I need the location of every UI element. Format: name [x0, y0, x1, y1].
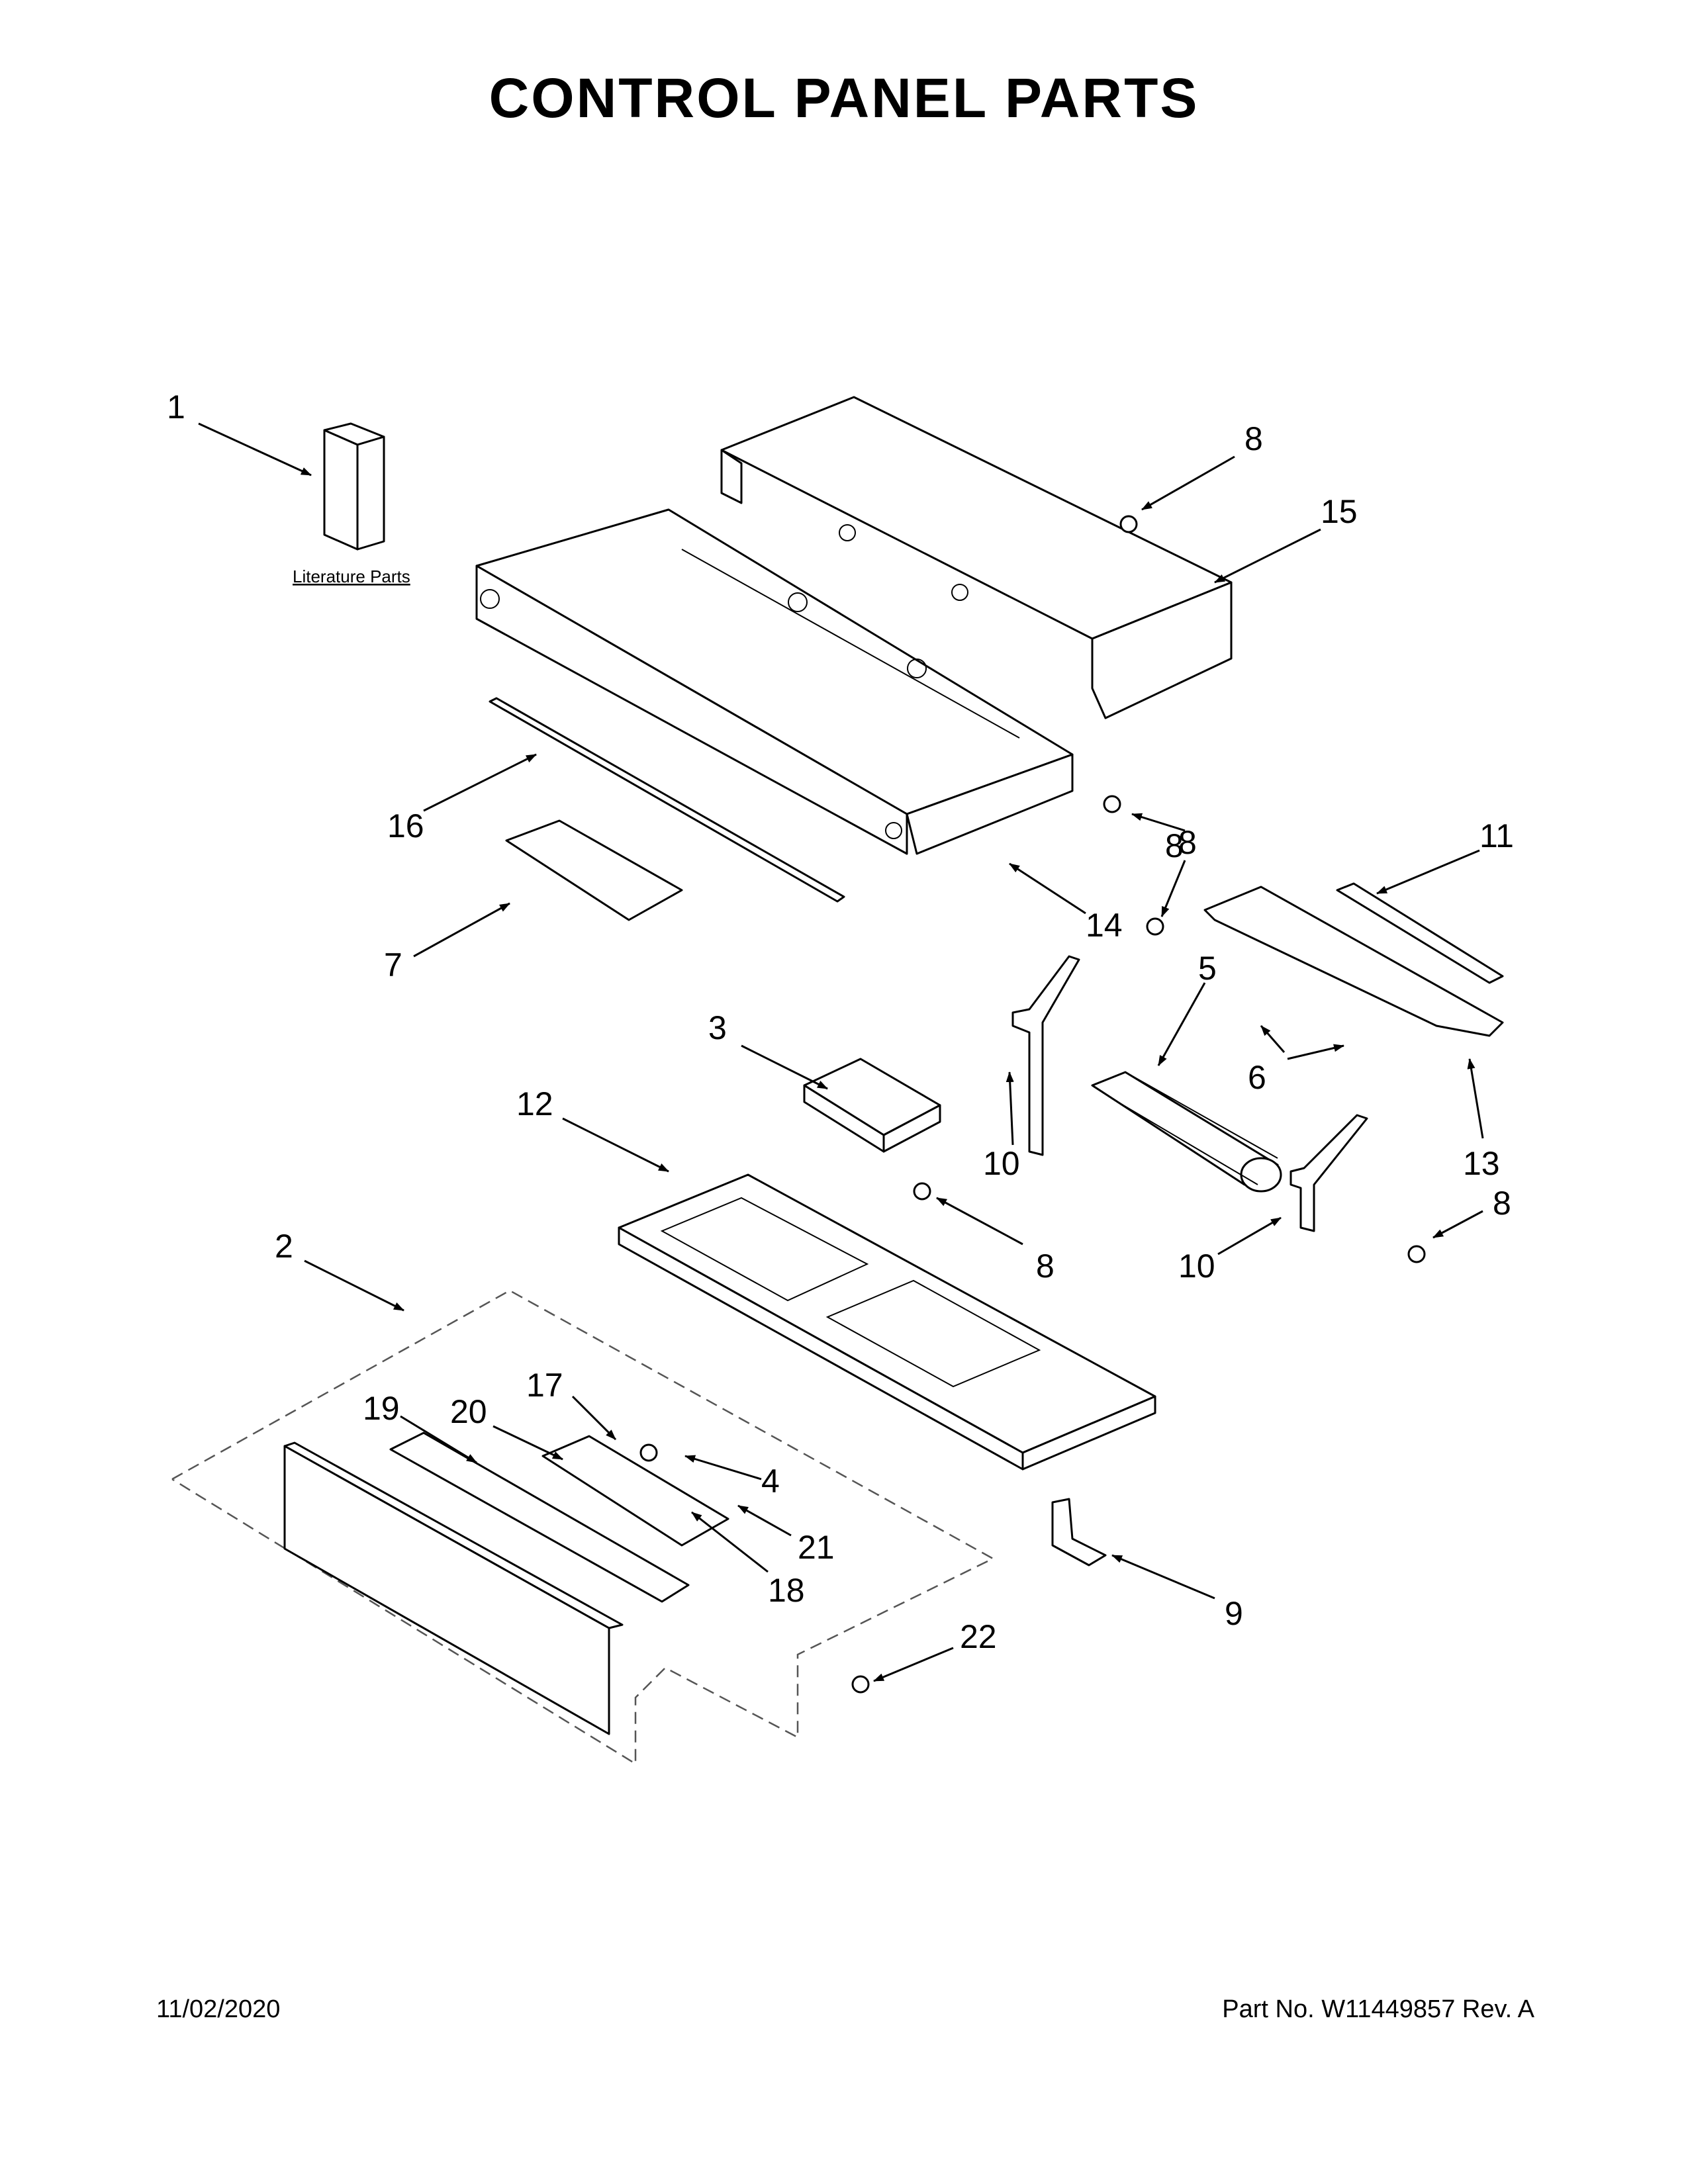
- callout-9: 9: [1225, 1595, 1243, 1632]
- callout-16: 16: [387, 807, 424, 844]
- leader-lines: [198, 422, 1484, 1682]
- callout-5: 5: [1198, 950, 1217, 987]
- plate-7: [505, 819, 683, 921]
- callout-1: 1: [167, 388, 185, 426]
- assembly-2-outline: [171, 1289, 995, 1766]
- callout-10: 10: [1178, 1248, 1215, 1285]
- footer-date: 11/02/2020: [156, 1995, 281, 2023]
- callout-18: 18: [768, 1572, 805, 1609]
- bracket-13: [1203, 886, 1504, 1037]
- callout-20: 20: [450, 1393, 487, 1430]
- callout-numbers: 1 8 15 16 8 11 7 14 8 5 3 6 12 10 13 8 2…: [167, 388, 1514, 1655]
- ui-board-20: [541, 1435, 729, 1547]
- ui-board-19: [389, 1432, 690, 1603]
- bracket-10-right: [1289, 1114, 1368, 1232]
- gasket-strip-16: [489, 697, 845, 903]
- callout-8: 8: [1165, 827, 1184, 864]
- literature-booklet: [323, 422, 385, 551]
- callout-14: 14: [1086, 907, 1123, 944]
- callout-7: 7: [384, 946, 402, 983]
- blower-5: [1091, 1071, 1282, 1193]
- callout-4: 4: [761, 1463, 780, 1500]
- control-board-3: [803, 1058, 941, 1153]
- callout-10: 10: [983, 1145, 1020, 1182]
- callout-8: 8: [1244, 420, 1263, 457]
- page-title: CONTROL PANEL PARTS: [489, 67, 1199, 129]
- panel-15: [720, 396, 1233, 719]
- callout-17: 17: [526, 1367, 563, 1404]
- strip-11: [1336, 882, 1504, 984]
- callout-8: 8: [1493, 1185, 1511, 1222]
- callout-19: 19: [363, 1390, 400, 1427]
- callout-13: 13: [1463, 1145, 1500, 1182]
- callout-3: 3: [708, 1009, 727, 1046]
- callout-2: 2: [275, 1228, 293, 1265]
- callout-6: 6: [1248, 1059, 1266, 1096]
- callout-8: 8: [1036, 1248, 1055, 1285]
- callout-21: 21: [798, 1529, 835, 1566]
- bracket-9: [1051, 1498, 1107, 1567]
- screws: [639, 515, 1426, 1694]
- bracket-10-left: [1011, 955, 1080, 1156]
- callout-8: 8: [1178, 824, 1197, 861]
- footer-part-number: Part No. W11449857 Rev. A: [1222, 1995, 1534, 2023]
- base-plate-12: [618, 1173, 1156, 1471]
- callout-11: 11: [1479, 817, 1514, 854]
- callout-22: 22: [960, 1618, 997, 1655]
- literature-parts-label: Literature Parts: [293, 567, 410, 586]
- control-glass-2-face: [283, 1445, 610, 1735]
- panel-14: [475, 508, 1074, 855]
- callout-15: 15: [1321, 493, 1358, 530]
- callout-12: 12: [516, 1085, 553, 1122]
